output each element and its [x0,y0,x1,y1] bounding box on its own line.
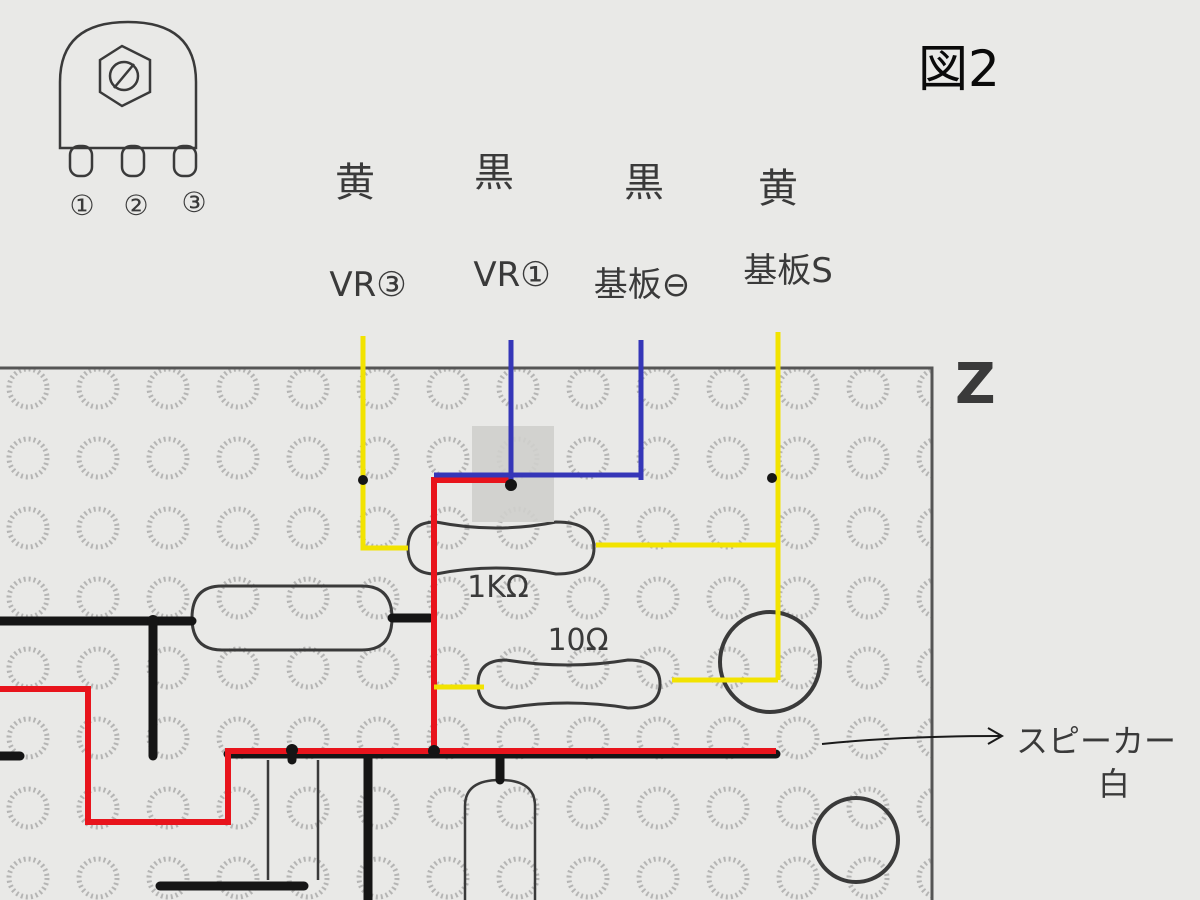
wire-destination-label-1: VR③ [329,265,406,305]
wire-color-label-4: 黄 [758,166,798,212]
red-vertical-trace [431,477,510,751]
potentiometer-hex-nut [98,44,152,108]
potentiometer-leg-3 [172,144,198,178]
speaker-arrow-head [987,727,1005,745]
resistor-10-label: 10Ω [547,623,608,658]
resistor-1k-label: 1KΩ [467,570,529,605]
potentiometer-leg-2 [120,144,146,178]
lower-left-component-outline [266,760,320,880]
speaker-arrow [821,727,1005,745]
pot-pin-label-3: ③ [181,186,206,219]
red-ground-trace [0,686,776,825]
speaker-label: スピーカー [1016,722,1176,760]
wire-color-label-2: 黒 [474,150,514,196]
resistor-1k-outline [406,520,596,576]
blue-wires [434,340,644,480]
pencil-components [190,520,900,900]
potentiometer-slot [113,63,135,89]
potentiometer-leg-1 [68,144,94,178]
wire-destination-label-2: VR① [473,255,550,295]
potentiometer-sketch [58,20,198,178]
red-traces [0,477,776,825]
bottom-component-outline [812,796,900,884]
resistor-10-outline [476,658,662,710]
pot-pin-label-2: ② [123,189,148,222]
potentiometer-knob [108,60,140,92]
wire-destination-label-3: 基板⊖ [594,265,691,305]
potentiometer-body [58,20,198,150]
speaker-arrow-shaft [821,735,1001,745]
yellow-wire-vr3 [360,336,408,551]
wire-destination-label-4: 基板S [743,251,833,291]
speaker-wire-color-label: 白 [1098,765,1130,803]
board-mark: Z [955,352,996,417]
wire-color-label-3: 黒 [624,160,664,206]
capacitor-outline [718,610,822,714]
solder-points [147,473,777,757]
figure-title: 図2 [918,40,1000,98]
wire-color-label-1: 黄 [335,160,375,206]
pot-pin-label-1: ① [69,189,94,222]
yellow-wires [360,332,781,690]
